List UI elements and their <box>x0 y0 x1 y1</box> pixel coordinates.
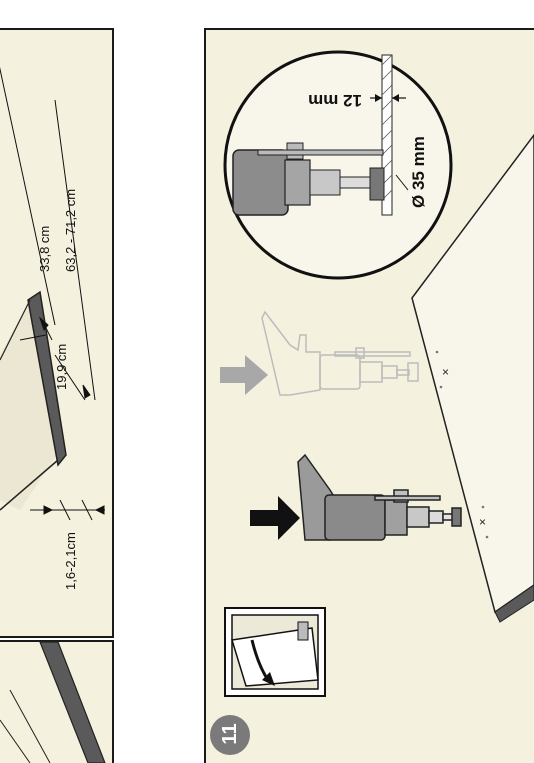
left-panel-measurements <box>0 28 114 638</box>
right-panel-drilling <box>204 28 534 763</box>
left-panel-bottom <box>0 640 114 763</box>
